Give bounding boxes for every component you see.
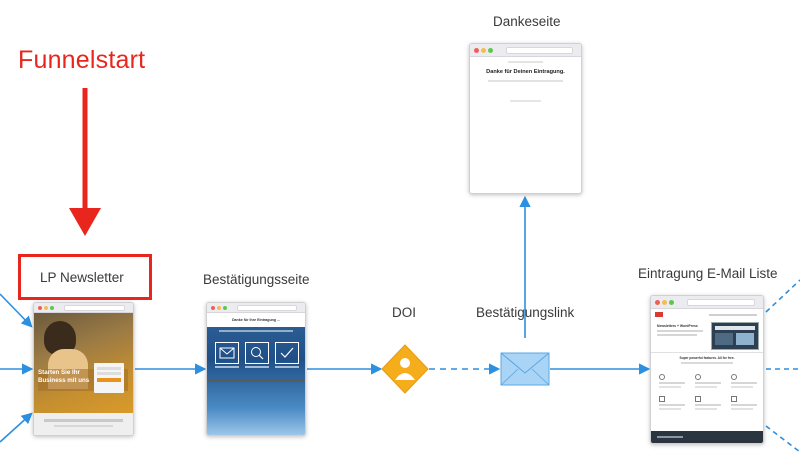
confirmation-heading: Danke für Ihre Eintragung ...: [231, 318, 281, 322]
funnel-start-arrow: [69, 88, 101, 236]
lp-newsletter-window: Starten Sie Ihr Business mit uns: [33, 302, 134, 436]
step-search-icon: [245, 342, 269, 364]
incoming-arrow-top: [0, 293, 33, 328]
step-mail-icon: [215, 342, 239, 364]
confirmation-page-window: Danke für Ihre Eintragung ...: [206, 302, 306, 436]
doi-diamond: [381, 344, 429, 394]
outgoing-arrow-top: [765, 279, 800, 313]
envelope-icon: [500, 352, 550, 386]
outgoing-arrow-bottom: [765, 425, 800, 453]
thank-you-heading: Danke für Deinen Eintragung.: [486, 69, 565, 75]
email-list-screenshot: [711, 322, 759, 350]
lp-newsletter-highlight-box: [18, 254, 152, 300]
email-list-mid-heading: Super powerful features. All for free.: [679, 356, 735, 360]
thank-you-page-label: Dankeseite: [493, 14, 561, 29]
confirmation-page-label: Bestätigungsseite: [203, 272, 310, 287]
email-list-window: Newsletters + WordPress Super powerful f…: [650, 295, 764, 444]
step-check-icon: [275, 342, 299, 364]
funnel-start-title: Funnelstart: [18, 46, 146, 74]
lp-hero-text: Starten Sie Ihr Business mit uns: [38, 369, 90, 384]
thank-you-page-window: Danke für Deinen Eintragung.: [469, 43, 582, 194]
lp-newsletter-label: LP Newsletter: [40, 270, 124, 285]
email-list-headline: Newsletters + WordPress: [657, 324, 698, 328]
lp-signup-form: [94, 363, 124, 393]
email-list-footer: [651, 431, 763, 443]
email-list-label: Eintragung E-Mail Liste: [638, 266, 778, 281]
confirmation-link-label: Bestätigungslink: [476, 305, 575, 320]
incoming-arrow-bottom: [0, 412, 33, 443]
doi-label: DOI: [392, 305, 417, 320]
person-icon: [395, 358, 415, 380]
lp-hero-image: Starten Sie Ihr Business mit uns: [34, 313, 133, 413]
